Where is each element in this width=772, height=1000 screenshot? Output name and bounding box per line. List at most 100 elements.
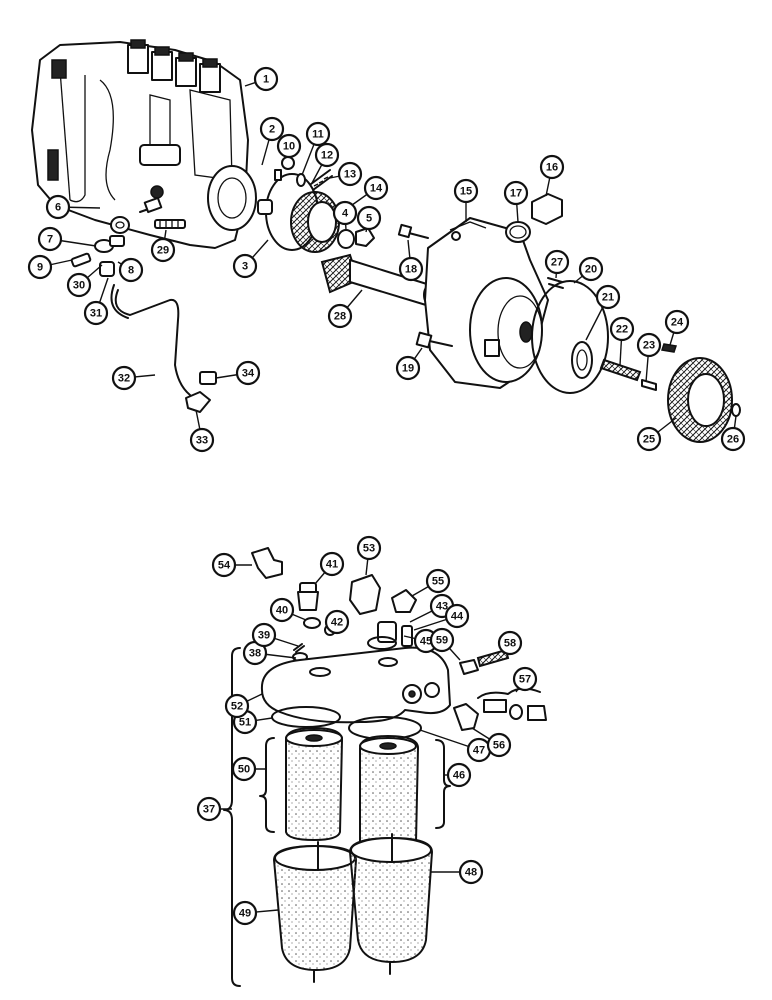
callout-label: 37 (203, 804, 215, 816)
callout-circle (425, 568, 451, 594)
callout-label: 12 (321, 150, 333, 162)
callout-circle (259, 116, 285, 142)
callout-label: 6 (55, 202, 61, 214)
callout-label: 21 (602, 292, 614, 304)
callout-label: 31 (90, 308, 102, 320)
callout-circle (363, 175, 389, 201)
callout-label: 38 (249, 648, 261, 660)
callout-label: 39 (258, 630, 270, 642)
callout-circle (398, 256, 424, 282)
callout-circle (231, 756, 257, 782)
callout-26: 26 (720, 426, 746, 452)
callout-2: 2 (259, 116, 285, 142)
callout-label: 10 (283, 141, 295, 153)
callout-label: 53 (363, 543, 375, 555)
callout-circle (196, 796, 222, 822)
oring-and-seals (257, 156, 333, 251)
callout-label: 7 (47, 234, 53, 246)
drive-gear-14 (290, 191, 375, 253)
callout-label: 2 (269, 124, 275, 136)
callout-label: 4 (342, 208, 349, 220)
callout-circle (444, 603, 470, 629)
callout-circle (429, 627, 455, 653)
callout-label: 44 (451, 611, 464, 623)
callout-circle (332, 200, 358, 226)
callout-14: 14 (363, 175, 389, 201)
callout-18: 18 (398, 256, 424, 282)
callout-circle (118, 257, 144, 283)
callout-circle (356, 535, 382, 561)
callout-label: 16 (546, 162, 558, 174)
callout-41: 41 (319, 551, 345, 577)
callout-label: 54 (218, 560, 231, 572)
callout-11: 11 (305, 121, 331, 147)
callout-label: 41 (326, 559, 338, 571)
callout-circle (720, 426, 746, 452)
callout-circle (37, 226, 63, 252)
callout-40: 40 (269, 597, 295, 623)
filter-top-fittings (251, 547, 417, 662)
callout-label: 48 (465, 867, 477, 879)
fuel-line (110, 284, 217, 413)
callout-48: 48 (458, 859, 484, 885)
callout-circle (544, 249, 570, 275)
callout-label: 24 (671, 317, 684, 329)
callout-circle (356, 205, 382, 231)
callout-5: 5 (356, 205, 382, 231)
callout-37: 37 (196, 796, 222, 822)
callout-6: 6 (45, 194, 71, 220)
callout-10: 10 (276, 133, 302, 159)
callout-57: 57 (512, 666, 538, 692)
callout-label: 46 (453, 770, 465, 782)
callout-42: 42 (324, 609, 350, 635)
callout-label: 59 (436, 635, 448, 647)
callout-circle (337, 161, 363, 187)
callout-46: 46 (446, 762, 472, 788)
callout-label: 11 (312, 129, 324, 141)
callout-58: 58 (497, 630, 523, 656)
callout-label: 17 (510, 188, 522, 200)
callout-label: 27 (551, 257, 563, 269)
callout-label: 40 (276, 605, 288, 617)
callout-15: 15 (453, 178, 479, 204)
callout-circle (235, 360, 261, 386)
fittings-group-left (70, 196, 186, 277)
filter-head-52 (260, 646, 451, 724)
callout-circle (253, 66, 279, 92)
callout-label: 50 (238, 764, 250, 776)
bolts-18-19 (397, 223, 453, 349)
callout-59: 59 (429, 627, 455, 653)
callout-circle (189, 427, 215, 453)
callout-circle (305, 121, 331, 147)
callout-circle (327, 303, 353, 329)
callout-label: 51 (239, 717, 251, 729)
callout-13: 13 (337, 161, 363, 187)
callout-label: 26 (727, 434, 739, 446)
callout-25: 25 (636, 426, 662, 452)
callout-circle (446, 762, 472, 788)
callout-4: 4 (332, 200, 358, 226)
callout-circle (324, 609, 350, 635)
callout-53: 53 (356, 535, 382, 561)
callout-9: 9 (27, 254, 53, 280)
callout-label: 32 (118, 373, 130, 385)
callout-label: 28 (334, 311, 346, 323)
callout-circle (45, 194, 71, 220)
callout-1: 1 (253, 66, 279, 92)
callout-16: 16 (539, 154, 565, 180)
callout-label: 52 (231, 701, 243, 713)
filter-elements (285, 726, 420, 854)
callout-label: 19 (402, 363, 414, 375)
callout-21: 21 (595, 284, 621, 310)
callout-20: 20 (578, 256, 604, 282)
callout-label: 22 (616, 324, 628, 336)
callout-label: 9 (37, 262, 43, 274)
callout-circle (232, 253, 258, 279)
callout-label: 34 (242, 368, 255, 380)
callout-label: 18 (405, 264, 417, 276)
callout-label: 20 (585, 264, 597, 276)
callout-55: 55 (425, 568, 451, 594)
callout-circle (27, 254, 53, 280)
callout-17: 17 (503, 180, 529, 206)
callout-23: 23 (636, 332, 662, 358)
